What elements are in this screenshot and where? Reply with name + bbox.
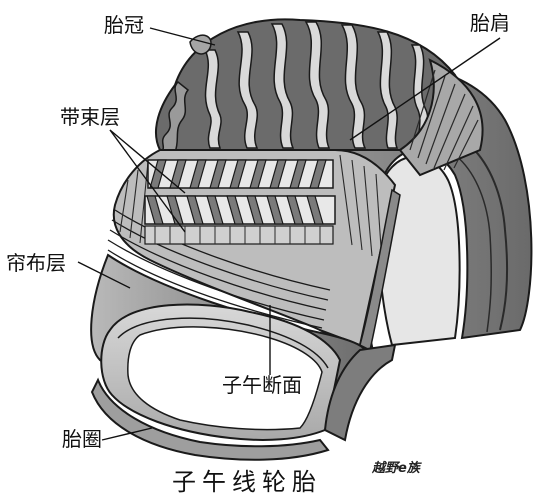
right-shoulder xyxy=(398,58,484,177)
right-shoulder-hatching xyxy=(409,69,479,171)
left-shoulder-bumps xyxy=(159,80,190,153)
top-left-bump xyxy=(189,34,212,55)
bead-rim xyxy=(90,377,330,461)
leader-bead xyxy=(101,427,153,441)
belt-underlay-lines xyxy=(154,226,321,244)
belt-layer-1 xyxy=(147,159,334,189)
watermark: 越野e族 xyxy=(371,460,423,476)
inner-liner-edge xyxy=(117,317,329,369)
leader-shoulder xyxy=(349,37,501,141)
label-crown: 胎冠 xyxy=(104,13,144,37)
belt-layer-2 xyxy=(144,195,336,225)
label-ply: 帘布层 xyxy=(6,251,66,275)
right-bead xyxy=(323,343,397,442)
tread-grooves xyxy=(203,21,430,149)
inner-hollow xyxy=(127,326,323,431)
ply-vertical-lines xyxy=(119,154,383,263)
diagram-title: 子午线轮胎 xyxy=(172,468,322,496)
leader-ply xyxy=(77,261,131,289)
label-section: 子午断面 xyxy=(222,373,302,397)
leader-belt-1 xyxy=(109,129,186,194)
ply-stripes xyxy=(107,209,331,329)
leader-lines xyxy=(77,27,501,441)
label-belt: 带束层 xyxy=(60,105,120,129)
section-cut-face xyxy=(359,188,401,352)
label-bead: 胎圈 xyxy=(62,427,102,451)
label-shoulder: 胎肩 xyxy=(470,11,510,35)
leader-belt-2 xyxy=(109,129,186,233)
belt-underlay xyxy=(144,225,334,245)
leader-crown xyxy=(149,27,216,46)
